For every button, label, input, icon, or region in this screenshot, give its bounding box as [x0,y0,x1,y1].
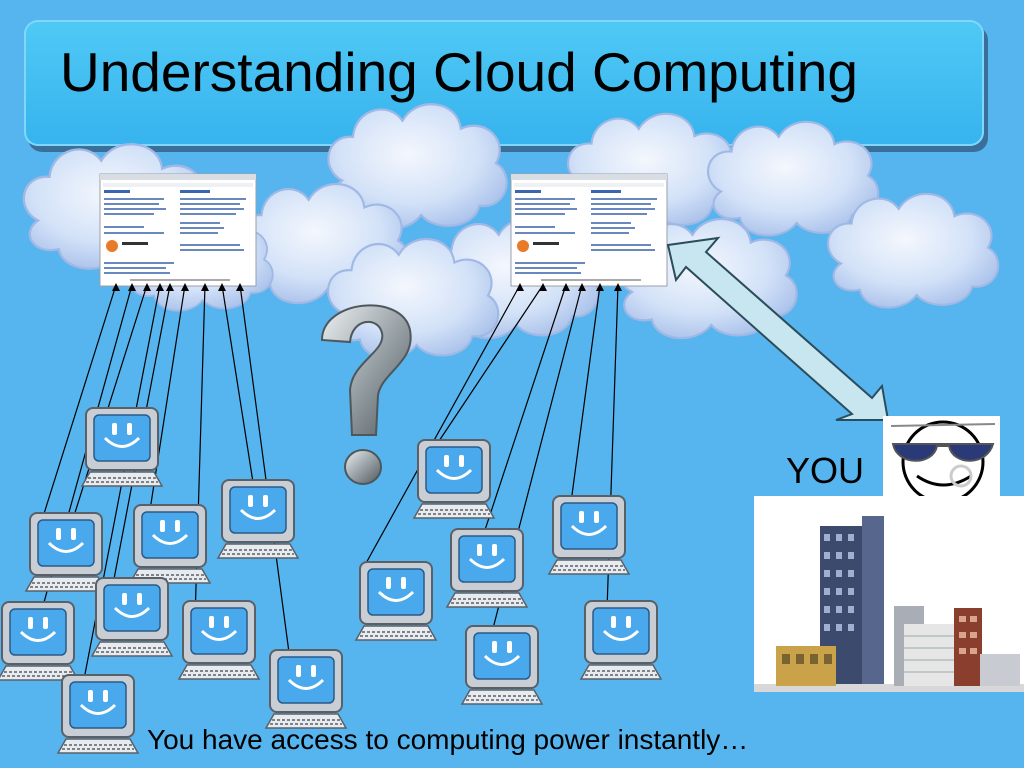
smiley-computer-icon [90,576,174,658]
sunglasses-smiley-icon [890,420,996,504]
title-box [24,20,984,146]
smiley-computer-icon [216,478,300,560]
smiley-computer-icon [128,503,212,585]
question-mark-icon [320,304,412,485]
smiley-computer-icon [445,527,529,609]
smiley-computer-icon [264,648,348,730]
web-page-screenshot-icon [510,173,668,287]
smiley-computer-icon [579,599,663,681]
face-panel [883,416,1000,504]
smiley-computer-icon [547,494,631,576]
building-icon [754,516,1024,692]
you-label: YOU [786,450,865,491]
smiley-computer-icon [80,406,164,488]
smiley-computer-icon [56,673,140,755]
smiley-computer-icon [177,599,261,681]
smiley-computer-icon [460,624,544,706]
smiley-computer-icon [354,560,438,642]
web-page-screenshot-icon [99,173,257,287]
smiley-computer-icon [412,438,496,520]
smiley-computer-icon [0,600,80,682]
arrowheads [112,283,622,291]
slide-caption: You have access to computing power insta… [147,724,749,755]
building-panel [754,496,1024,692]
slide-title: Understanding Cloud Computing [60,41,858,103]
smiley-computer-icon [24,511,108,593]
